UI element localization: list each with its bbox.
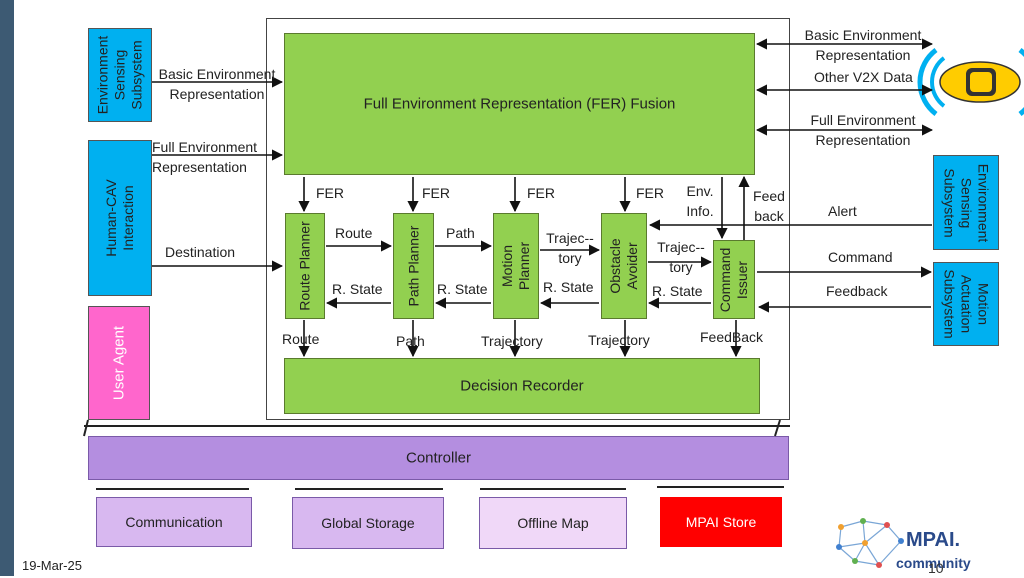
feedback-label: Feedback (826, 283, 888, 299)
mpai-store-topline (657, 486, 784, 488)
communication-label: Communication (125, 514, 223, 530)
other-v2x-label: Other V2X Data (814, 69, 913, 85)
trajectory-down-label-2: Trajectory (588, 332, 650, 348)
fer-label-3: FER (527, 185, 555, 201)
feedback-down-label: FeedBack (700, 329, 764, 345)
mpai-store-box[interactable]: MPAI Store (660, 497, 782, 547)
path-down-label: Path (396, 333, 425, 349)
trajectory-flow-label-1: Trajec--tory (546, 230, 594, 266)
mpai-store-label: MPAI Store (685, 514, 757, 530)
offline-map-label: Offline Map (517, 515, 589, 531)
communication-topline (96, 488, 249, 490)
fer-label-2: FER (422, 185, 450, 201)
fer-label-4: FER (636, 185, 664, 201)
controller-label: Controller (405, 449, 472, 467)
route-planner[interactable]: Route Planner (285, 213, 325, 319)
global-storage-box[interactable]: Global Storage (292, 497, 444, 549)
decision-recorder-label: Decision Recorder (460, 377, 584, 395)
trajectory-flow-label-2: Trajec--tory (657, 239, 705, 275)
path-flow-label: Path (446, 225, 475, 241)
global-storage-label: Global Storage (321, 515, 415, 531)
fer-fusion-box[interactable]: Full Environment Representation (FER) Fu… (284, 33, 755, 175)
decision-recorder[interactable]: Decision Recorder (284, 358, 760, 414)
fer-label-1: FER (316, 185, 344, 201)
logo-main-text: MPAI. (906, 529, 961, 551)
user-agent[interactable]: User Agent (88, 306, 150, 420)
logo-sub-text: community (896, 555, 971, 571)
env-info-label: Env.Info. (686, 183, 714, 219)
offline-map-box[interactable]: Offline Map (479, 497, 627, 549)
route-down-label: Route (282, 331, 320, 347)
fer-fusion-title: Full Environment Representation (FER) Fu… (363, 95, 676, 113)
communication-box[interactable]: Communication (96, 497, 252, 547)
r-state-label-3: R. State (543, 279, 594, 295)
trajectory-down-label-1: Trajectory (481, 333, 543, 349)
destination-label: Destination (165, 244, 236, 260)
footer-date: 19-Mar-25 (22, 558, 82, 573)
path-planner[interactable]: Path Planner (393, 213, 434, 319)
command-label: Command (828, 249, 893, 265)
ads-frame (266, 18, 790, 420)
left-band (0, 0, 14, 576)
alert-label: Alert (828, 203, 857, 219)
global-storage-topline (295, 488, 443, 490)
r-state-label-2: R. State (437, 281, 488, 297)
offline-map-topline (480, 488, 626, 490)
r-state-label-4: R. State (652, 283, 703, 299)
page-number: 10 (928, 560, 944, 576)
r-state-label-1: R. State (332, 281, 383, 297)
route-flow-label: Route (335, 225, 373, 241)
controller[interactable]: Controller (88, 436, 789, 480)
